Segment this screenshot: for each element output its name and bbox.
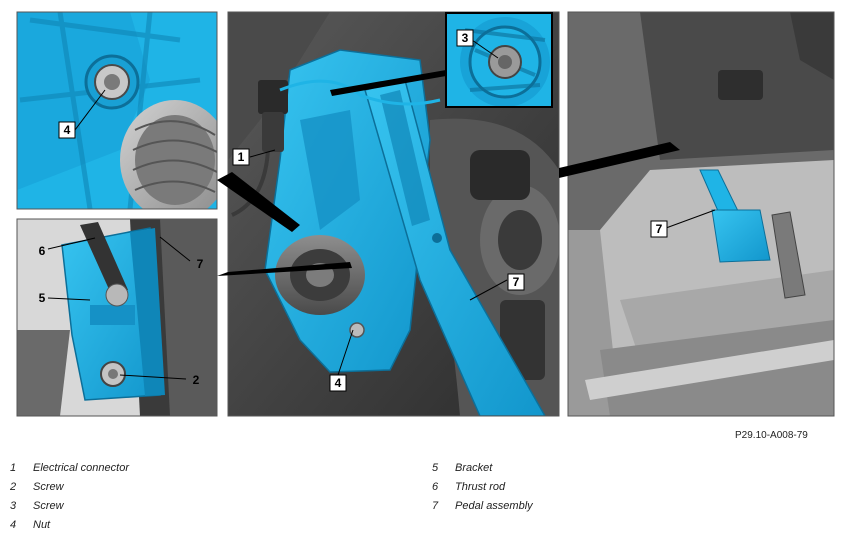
legend-number: 1 <box>10 462 17 474</box>
connector-wedge-bottom <box>217 262 352 276</box>
svg-text:4: 4 <box>64 123 71 137</box>
callout-3: 3 <box>456 29 474 47</box>
legend-label: Thrust rod <box>455 481 506 493</box>
connector-wedge-inset <box>330 70 446 96</box>
svg-text:1: 1 <box>238 150 245 164</box>
legend-label: Bracket <box>455 462 493 474</box>
svg-text:7: 7 <box>656 222 663 236</box>
right-panel-footwell-view <box>568 12 834 416</box>
inset-screw-detail <box>447 14 551 106</box>
svg-text:7: 7 <box>513 275 520 289</box>
svg-text:5: 5 <box>39 291 46 305</box>
leader-lines <box>47 39 716 380</box>
callout-7-bottom-left: 7 <box>197 257 204 271</box>
bottom-left-panel-bracket-detail <box>17 219 217 416</box>
connector-wedge-top <box>217 172 300 232</box>
svg-text:7: 7 <box>197 257 204 271</box>
legend-number: 7 <box>432 500 439 512</box>
legend-label: Screw <box>33 481 64 493</box>
svg-text:2: 2 <box>193 373 200 387</box>
connector-wedge-right <box>559 142 680 178</box>
legend-number: 2 <box>10 481 17 493</box>
callout-1: 1 <box>232 148 250 166</box>
legend-number: 4 <box>10 519 17 531</box>
legend-number: 5 <box>432 462 439 474</box>
legend-label: Nut <box>33 519 51 531</box>
callout-7-right: 7 <box>650 220 668 238</box>
callout-5: 5 <box>39 291 46 305</box>
legend-label: Electrical connector <box>33 462 129 474</box>
svg-text:4: 4 <box>335 376 342 390</box>
callout-7-center: 7 <box>507 273 525 291</box>
legend-label: Screw <box>33 500 64 512</box>
callout-4-top-left: 4 <box>58 121 76 139</box>
figure-id: P29.10-A008-79 <box>735 430 808 441</box>
svg-text:6: 6 <box>39 244 46 258</box>
legend-number: 3 <box>10 500 17 512</box>
callout-6: 6 <box>39 244 46 258</box>
legend-label: Pedal assembly <box>455 500 533 512</box>
svg-text:3: 3 <box>462 31 469 45</box>
top-left-panel-nut-detail <box>17 12 217 209</box>
callout-4-center: 4 <box>329 374 347 392</box>
legend-number: 6 <box>432 481 439 493</box>
callout-2: 2 <box>193 373 200 387</box>
